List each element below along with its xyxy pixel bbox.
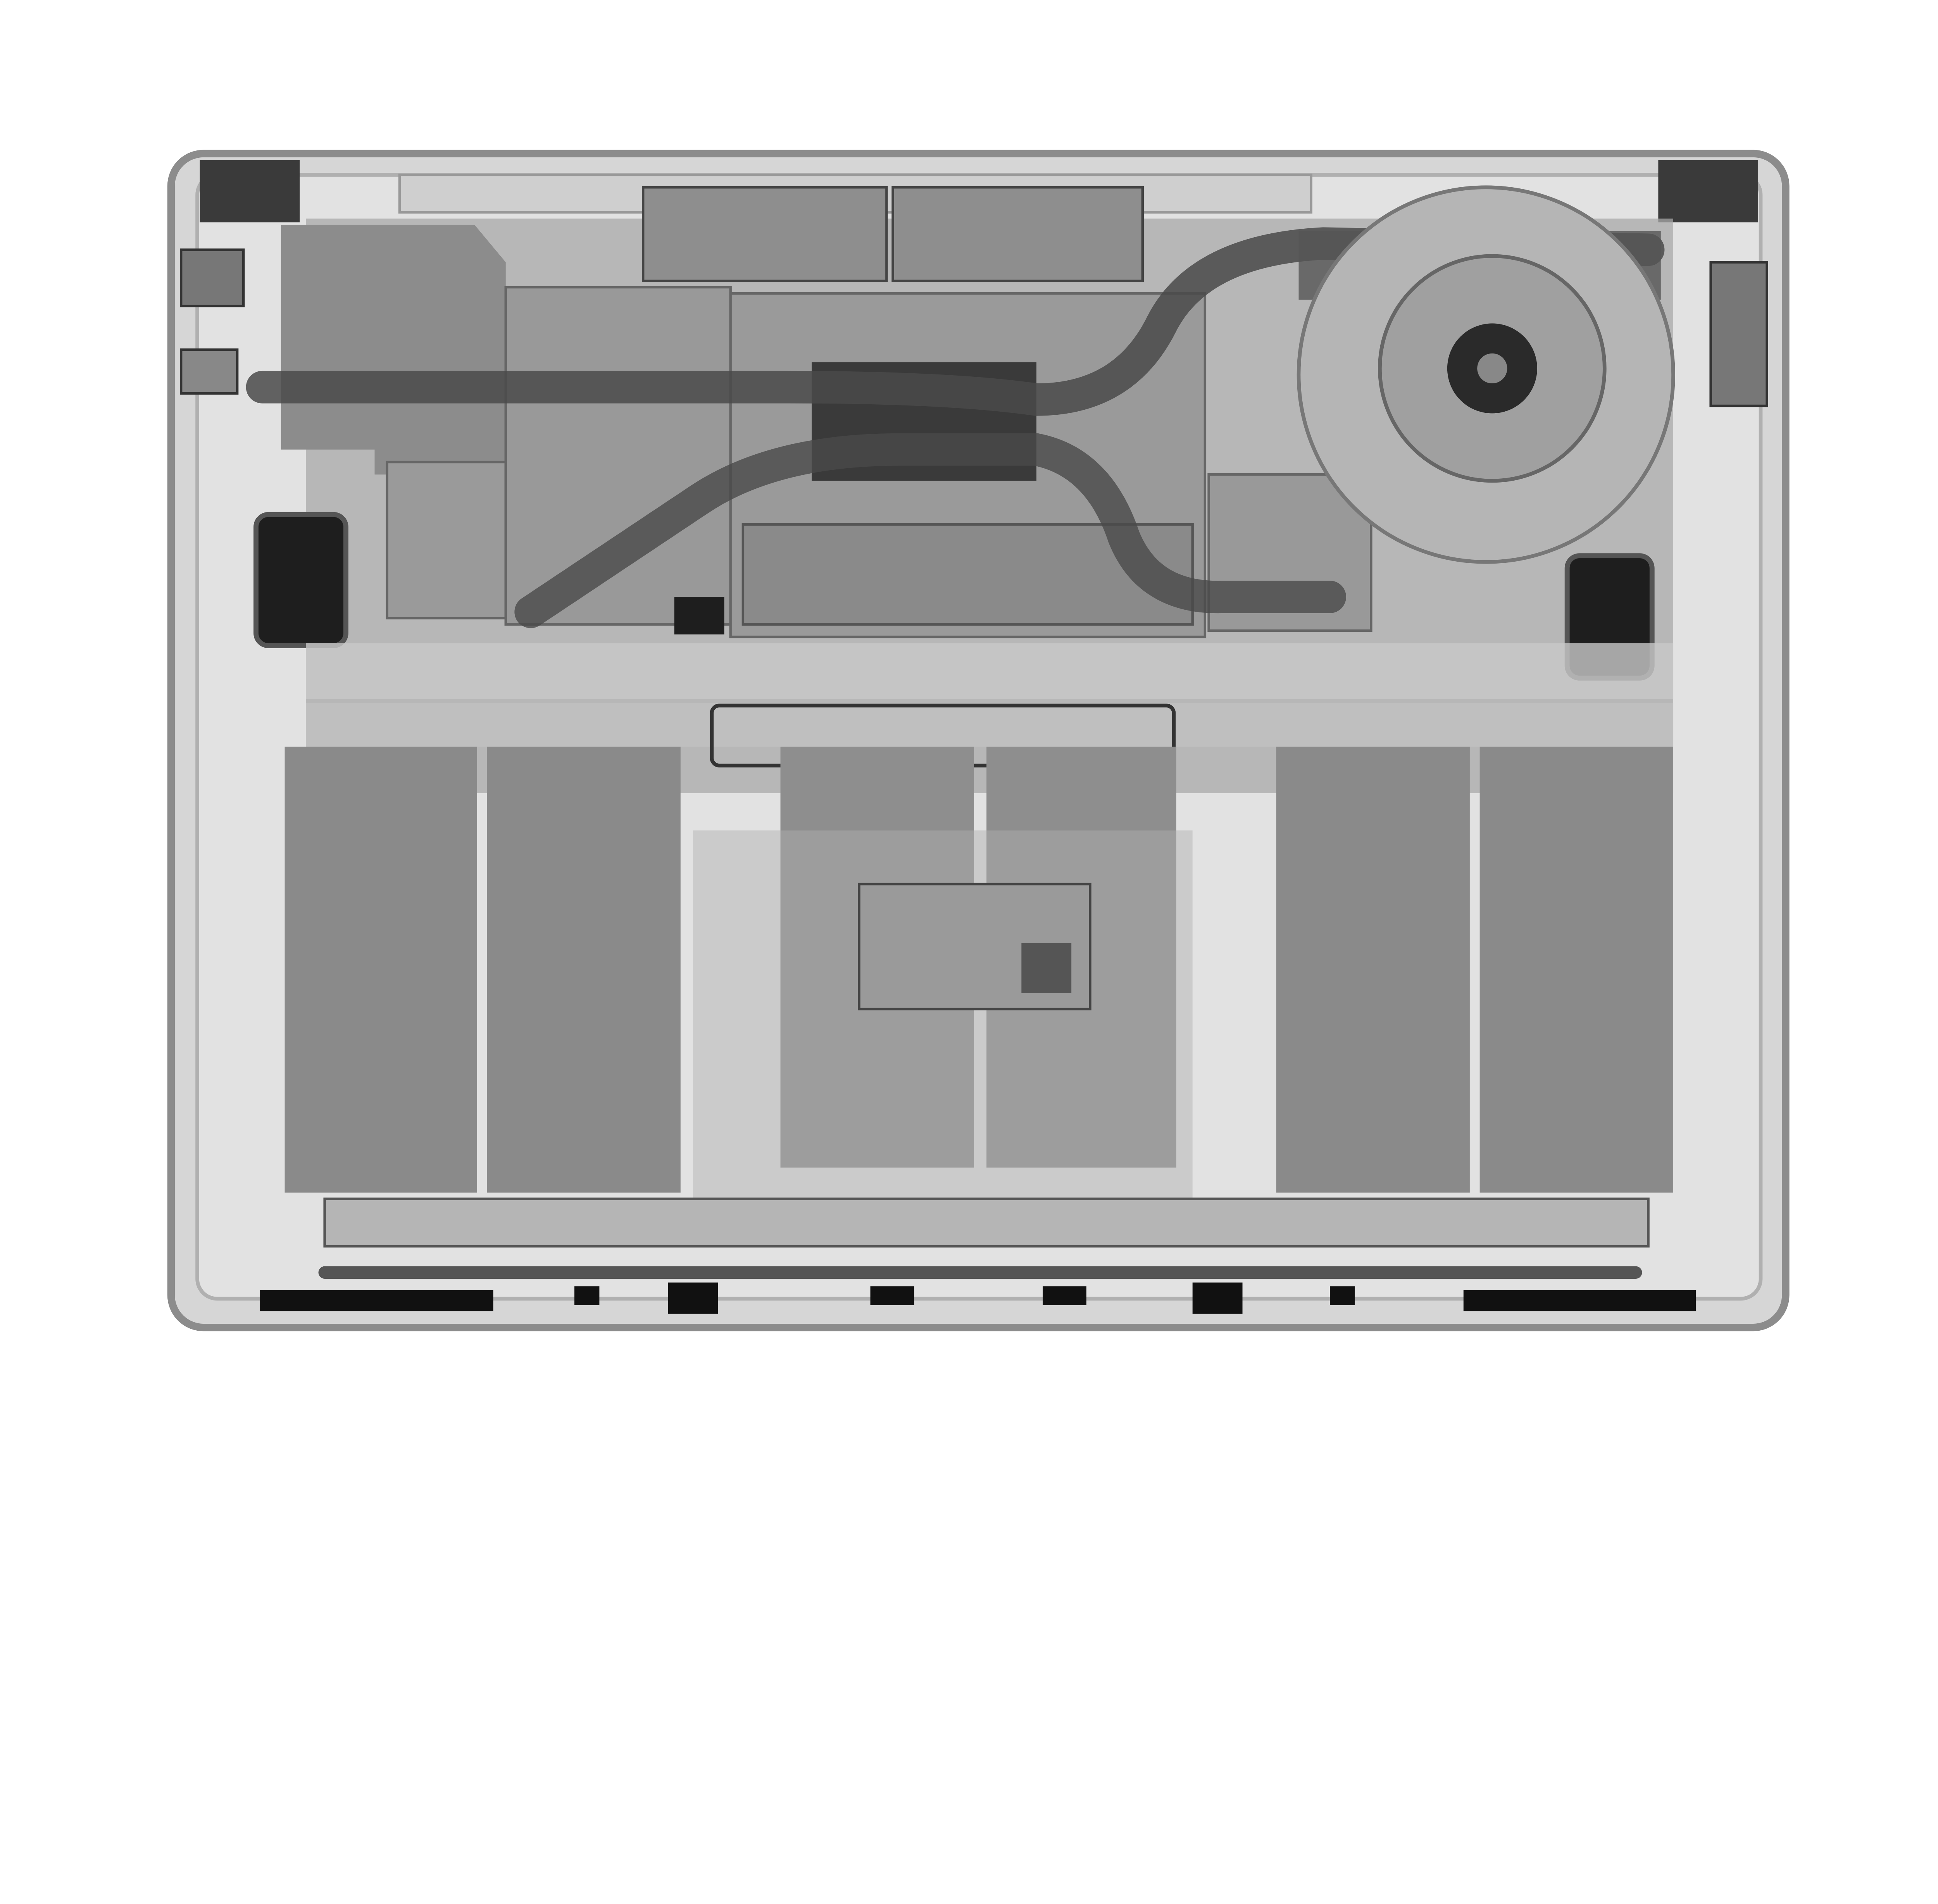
battery-connector-strip — [323, 1197, 1650, 1248]
bottom-magnet-left — [260, 1290, 493, 1311]
bottom-magnet-small-6 — [1330, 1286, 1355, 1305]
bottom-magnet-right — [1463, 1290, 1696, 1311]
battery-cell-5 — [1276, 747, 1470, 1193]
bottom-magnet-small-3 — [1043, 1286, 1086, 1305]
usb-port — [179, 248, 245, 307]
small-chip — [674, 597, 724, 635]
front-edge-rail — [318, 1266, 1642, 1279]
heatpipe-lower — [514, 433, 1346, 628]
trackpad-chip — [1021, 943, 1072, 993]
top-connector-strip-1 — [641, 186, 888, 283]
heatpipe-upper — [246, 227, 1665, 416]
laptop-xray-image — [167, 150, 1790, 1331]
battery-cell-1 — [284, 747, 477, 1193]
usb-port-2 — [179, 348, 239, 395]
fan-hub-center — [1477, 353, 1507, 384]
left-speaker — [253, 512, 348, 648]
display-connector — [1709, 261, 1768, 407]
battery-cell-2 — [487, 747, 681, 1193]
keyboard-row-2 — [306, 703, 1674, 747]
logic-board-left — [281, 224, 506, 475]
bottom-magnet-small-4 — [1192, 1282, 1243, 1314]
bottom-magnet-small-2 — [870, 1286, 914, 1305]
memory-module — [386, 460, 507, 619]
board-section-center-left — [504, 286, 732, 626]
left-hinge — [200, 160, 300, 222]
top-connector-strip-2 — [891, 186, 1144, 283]
bottom-magnet-small-5 — [574, 1286, 600, 1305]
right-hinge — [1658, 160, 1759, 222]
bottom-magnet-small-1 — [668, 1282, 718, 1314]
keyboard-row — [306, 643, 1674, 700]
battery-cell-6 — [1479, 747, 1674, 1193]
